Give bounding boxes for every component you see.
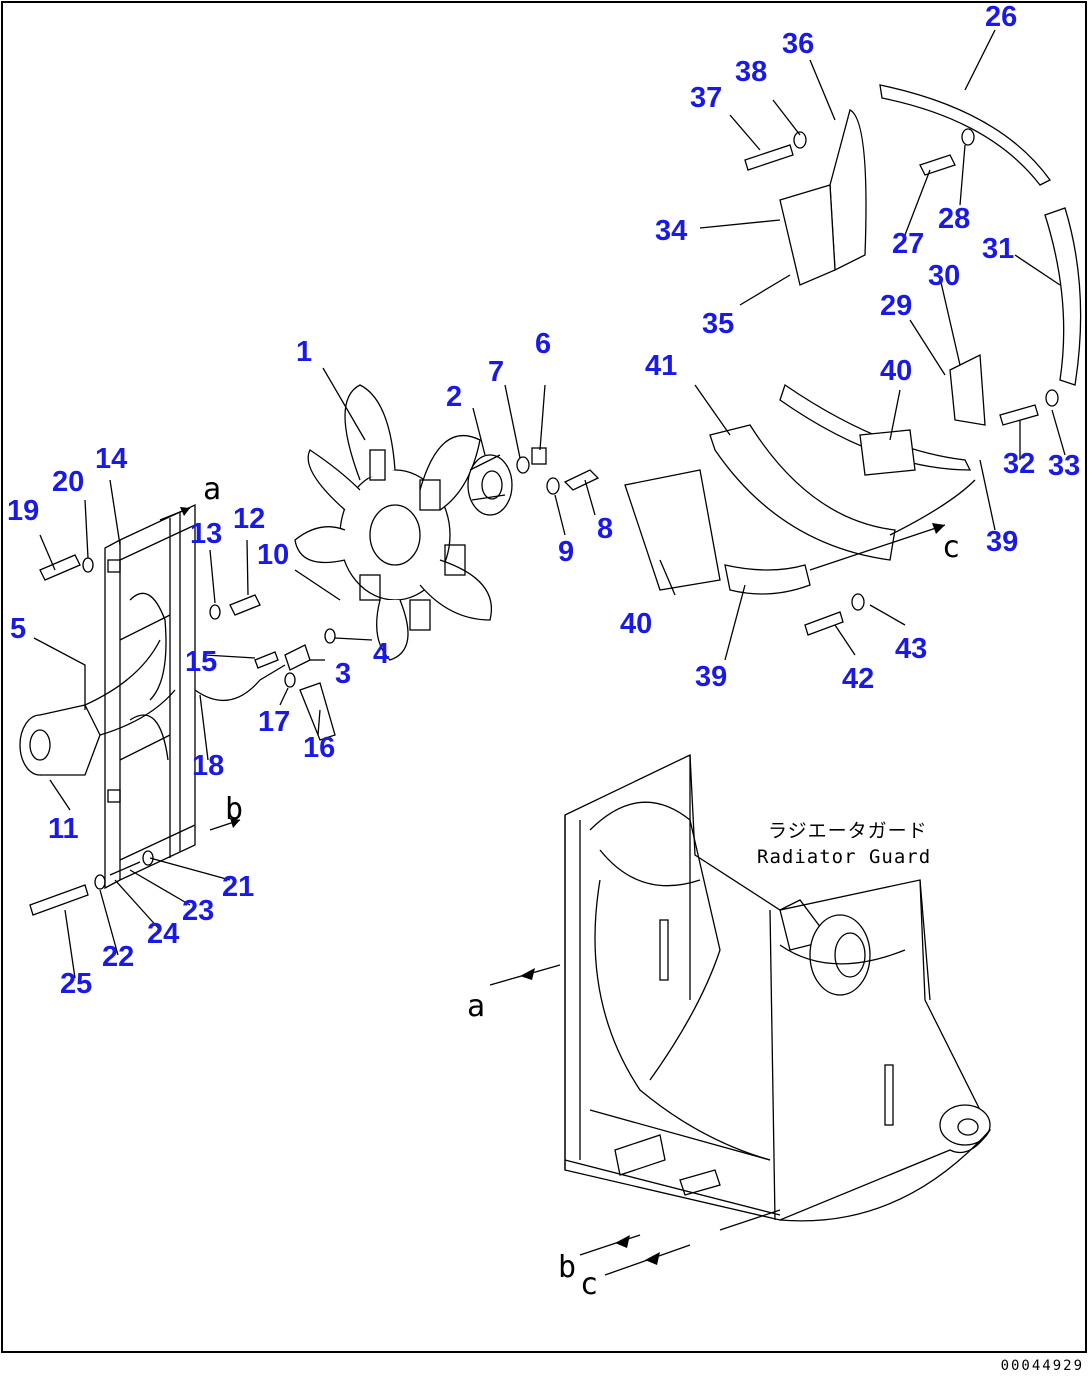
callout-25: 25 (60, 968, 93, 1000)
callout-11: 11 (48, 813, 79, 845)
callout-22: 22 (102, 941, 135, 973)
callout-16: 16 (303, 732, 336, 764)
view-arrows (159, 507, 946, 1276)
callout-14: 14 (95, 443, 128, 475)
callout-34: 34 (655, 215, 688, 247)
callout-19: 19 (7, 495, 40, 527)
callout-35: 35 (702, 308, 735, 340)
callout-26: 26 (985, 1, 1018, 33)
callout-29: 29 (880, 290, 913, 322)
spacer-drawing (467, 454, 513, 516)
fan-drawing (294, 384, 492, 661)
leader-lines (33, 29, 1066, 979)
callout-21: 21 (222, 871, 255, 903)
view-letter-a-lower: a (467, 989, 486, 1024)
callout-43: 43 (895, 633, 928, 665)
drawing-frame (1, 1, 1087, 1353)
callout-39-right: 39 (986, 526, 1019, 558)
callout-40-lower: 40 (620, 608, 653, 640)
view-letter-b-upper: b (225, 792, 244, 827)
view-letter-c-lower: c (580, 1267, 599, 1302)
callout-38: 38 (735, 56, 768, 88)
radiator-guard-drawing (564, 753, 991, 1231)
callout-33: 33 (1048, 450, 1081, 482)
callout-2: 2 (446, 381, 463, 413)
callout-6: 6 (535, 328, 552, 360)
guard-label-japanese: ラジエータガード (768, 820, 928, 842)
callout-18: 18 (192, 750, 225, 782)
document-code: 00044929 (1000, 1358, 1084, 1374)
callout-13: 13 (190, 518, 223, 550)
callout-40-upper: 40 (880, 355, 913, 387)
callout-7: 7 (488, 356, 505, 388)
callout-31: 31 (982, 233, 1015, 265)
callout-8: 8 (597, 513, 614, 545)
callout-42: 42 (842, 663, 875, 695)
callout-36: 36 (782, 28, 815, 60)
callout-37: 37 (690, 82, 723, 114)
callout-39-lower: 39 (695, 661, 728, 693)
callout-30: 30 (928, 260, 961, 292)
callout-15: 15 (185, 646, 218, 678)
guard-label-english: Radiator Guard (757, 846, 932, 868)
callout-10: 10 (257, 539, 290, 571)
harness-drawing (194, 664, 286, 702)
callout-4: 4 (373, 638, 390, 670)
hardware-drawing (29, 128, 1059, 916)
callout-5: 5 (10, 613, 27, 645)
callout-32: 32 (1003, 448, 1036, 480)
callout-23: 23 (182, 895, 215, 927)
view-letter-a-upper: a (203, 472, 222, 507)
callout-20: 20 (52, 466, 85, 498)
callout-1: 1 (296, 336, 313, 368)
view-letter-c-upper: c (942, 530, 961, 565)
callout-24: 24 (147, 918, 180, 950)
fan-guard-segments-drawing (624, 84, 1082, 595)
callout-41: 41 (645, 350, 678, 382)
callout-28: 28 (938, 203, 971, 235)
callout-9: 9 (558, 536, 575, 568)
callout-3: 3 (335, 658, 352, 690)
shroud-frame-drawing (104, 503, 196, 890)
callout-17: 17 (258, 706, 291, 738)
fan-motor-drawing (19, 639, 176, 776)
view-letter-b-lower: b (558, 1250, 577, 1285)
callout-12: 12 (233, 503, 266, 535)
callout-27: 27 (892, 228, 925, 260)
